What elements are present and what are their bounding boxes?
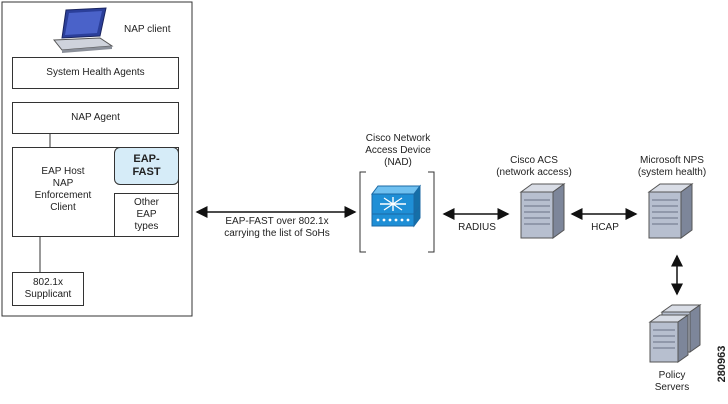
supplicant-box: 802.1x Supplicant (12, 272, 84, 306)
radius-label: RADIUS (458, 222, 496, 233)
eap-fast-over-label: EAP-FAST over 802.1x carrying the list o… (224, 216, 330, 239)
nap-agent-box: NAP Agent (12, 102, 179, 134)
acs-label: Cisco ACS (network access) (496, 155, 572, 178)
eap-fast-label: EAP- FAST (132, 153, 161, 178)
system-health-agents-label: System Health Agents (46, 67, 145, 78)
nap-agent-label: NAP Agent (71, 112, 120, 123)
figure-id: 280963 (716, 345, 728, 383)
client-frame (1, 1, 193, 317)
eap-host-label: EAP Host NAP Enforcement Client (34, 166, 92, 213)
nap-client-label: NAP client (124, 24, 171, 35)
eap-fast-box: EAP- FAST (114, 147, 179, 185)
nad-bracket (359, 171, 435, 253)
hcap-label: HCAP (591, 222, 619, 233)
other-eap-box: Other EAP types (114, 193, 179, 237)
policy-servers-label: Policy Servers (654, 370, 690, 393)
nps-label: Microsoft NPS (system health) (637, 155, 707, 178)
supplicant-label: 802.1x Supplicant (24, 277, 72, 300)
other-eap-label: Other EAP types (133, 197, 159, 232)
system-health-agents-box: System Health Agents (12, 57, 179, 89)
nad-label: Cisco Network Access Device (NAD) (365, 133, 431, 168)
